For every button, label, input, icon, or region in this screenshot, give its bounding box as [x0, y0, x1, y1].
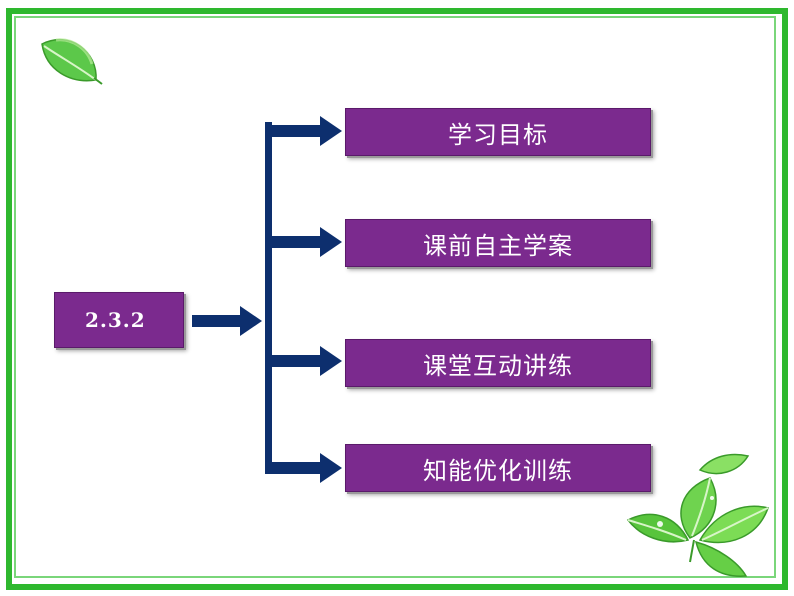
item-label: 课前自主学案 [423, 231, 573, 260]
leaf-icon-top-left [41, 38, 103, 85]
item-box-optimization-training[interactable]: 知能优化训练 [345, 444, 651, 492]
slide-frame-inner [14, 16, 776, 578]
item-box-learning-objectives[interactable]: 学习目标 [345, 108, 651, 156]
item-label: 知能优化训练 [423, 456, 573, 485]
main-node-label: 2.3.2 [85, 308, 146, 332]
arrow-main-to-bar [192, 306, 262, 336]
arrow-to-item-4 [272, 453, 342, 483]
arrow-to-item-1 [272, 116, 342, 146]
arrow-to-item-3 [272, 346, 342, 376]
item-label: 课堂互动讲练 [423, 351, 573, 380]
item-box-classroom-practice[interactable]: 课堂互动讲练 [345, 339, 651, 387]
arrow-to-item-2 [272, 227, 342, 257]
item-box-preclass-study[interactable]: 课前自主学案 [345, 219, 651, 267]
leaf-icon-bottom-right [626, 453, 769, 577]
connector-vertical-bar [265, 122, 272, 474]
item-label: 学习目标 [448, 120, 548, 149]
slide-frame [6, 8, 788, 590]
main-node-box[interactable]: 2.3.2 [54, 292, 184, 348]
